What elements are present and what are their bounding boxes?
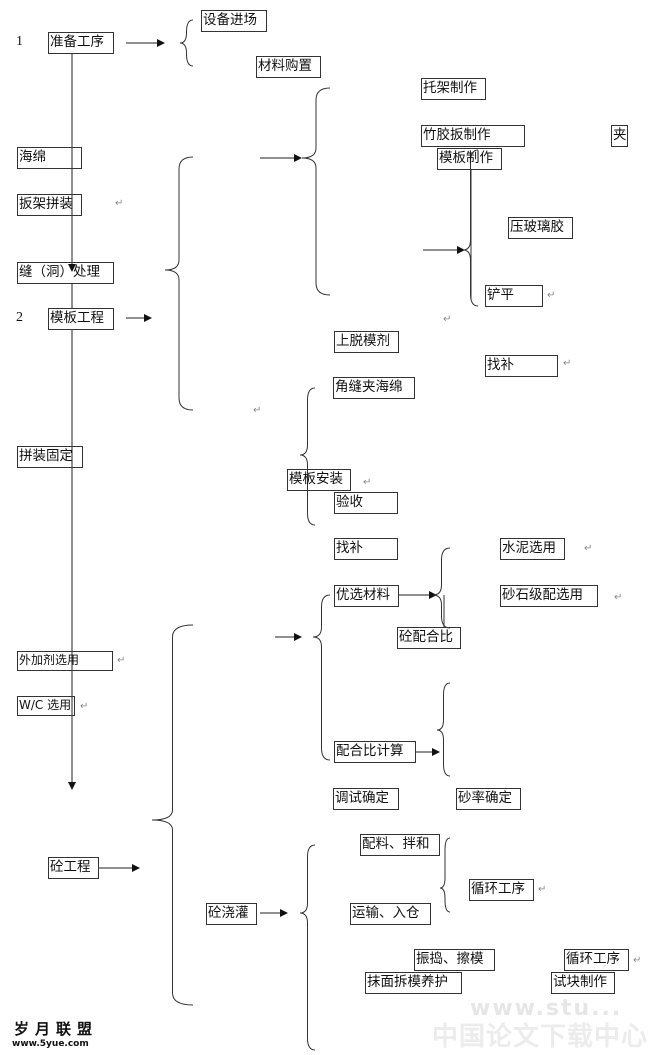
return-mark-icon: ↵: [614, 592, 623, 603]
return-mark-icon: ↵: [363, 477, 372, 488]
node-formwork-install: 模板安装: [287, 469, 351, 491]
arrow-head-icon: [144, 314, 152, 322]
node-sand-ratio: 砂率确定: [456, 788, 521, 810]
node-test-block: 试块制作: [551, 972, 615, 994]
node-concrete-mix-ratio: 砼配合比: [397, 627, 461, 649]
arrow-head-icon: [132, 864, 140, 872]
node-cycle-process-1: 循环工序: [469, 879, 534, 901]
return-mark-icon: ↵: [253, 405, 262, 416]
node-sponge: 海绵: [17, 147, 82, 169]
node-trial-confirm: 调试确定: [333, 788, 399, 810]
node-frame-assembly: 扳架拼装: [17, 194, 82, 216]
return-mark-icon: ↵: [538, 884, 547, 895]
node-leveling: 铲平: [485, 285, 543, 307]
node-concrete-engineering: 砼工程: [48, 857, 99, 879]
watermark-site-url: www.stu...: [470, 996, 623, 1021]
node-vibrating: 振捣、擦模: [414, 949, 495, 971]
arrow-head-icon: [432, 748, 440, 756]
node-material-selection: 优选材料: [334, 585, 399, 607]
step-number-2: 2: [16, 310, 23, 325]
node-patch-1: 找补: [485, 355, 558, 377]
node-bracket-making: 托架制作: [421, 78, 486, 100]
return-mark-icon: ↵: [443, 314, 452, 325]
node-assembly-fixing: 拼装固定: [17, 446, 83, 468]
step-number-1: 1: [16, 34, 23, 49]
return-mark-icon: ↵: [633, 955, 642, 966]
curly-brace: [299, 844, 316, 1051]
node-bamboo-board-making: 竹胶扳制作: [421, 125, 525, 147]
node-material-purchase: 材料购置: [256, 56, 321, 78]
node-equipment-entry: 设备进场: [201, 10, 267, 32]
node-formwork-engineering: 模板工程: [48, 308, 114, 330]
curly-brace: [312, 594, 331, 761]
arrow-head-icon: [457, 246, 465, 254]
node-transport-placing: 运输、入仓: [350, 903, 431, 925]
arrow-head-icon: [68, 264, 76, 272]
return-mark-icon: ↵: [80, 701, 89, 712]
logo-url: www.5yue.com: [12, 1039, 89, 1049]
node-patch-2: 找补: [334, 538, 398, 560]
node-prep-process: 准备工序: [48, 32, 114, 54]
node-mix-calculation: 配合比计算: [334, 741, 416, 763]
node-clamp: 夹: [611, 125, 628, 147]
watermark-site-name: 中国论文下载中心: [432, 1022, 649, 1052]
node-admixture-selection: 外加剂选用: [17, 651, 113, 671]
return-mark-icon: ↵: [117, 655, 126, 666]
arrow-head-icon: [68, 782, 76, 790]
curly-brace: [432, 547, 451, 629]
node-aggregate-grading: 砂石级配选用: [500, 585, 598, 607]
curly-brace: [436, 682, 451, 777]
node-inspection: 验收: [334, 492, 398, 514]
node-concrete-pouring: 砼浇灌: [206, 903, 257, 925]
arrow-head-icon: [294, 633, 302, 641]
curly-brace: [299, 387, 316, 526]
node-seam-treatment: 缝（洞）处理: [17, 262, 114, 284]
curly-brace: [301, 87, 331, 296]
arrow-head-icon: [294, 154, 302, 162]
node-finishing-curing: 抹面拆模养护: [365, 972, 462, 994]
node-batching-mixing: 配料、拌和: [360, 834, 440, 856]
curly-brace: [439, 837, 451, 913]
arrow-head-icon: [157, 39, 165, 47]
node-formwork-making: 模板制作: [437, 148, 502, 170]
node-release-agent: 上脱模剂: [334, 331, 399, 353]
node-corner-sponge: 角缝夹海绵: [333, 377, 415, 399]
logo-title: 岁月联盟: [14, 1020, 99, 1038]
node-cycle-process-2: 循环工序: [564, 949, 629, 971]
return-mark-icon: ↵: [584, 543, 593, 554]
node-glass-glue: 压玻璃胶: [508, 217, 573, 239]
arrow-head-icon: [280, 909, 288, 917]
curly-brace: [164, 156, 194, 411]
return-mark-icon: ↵: [547, 290, 556, 301]
curly-brace: [179, 19, 194, 67]
return-mark-icon: ↵: [563, 358, 572, 369]
return-mark-icon: ↵: [115, 198, 124, 209]
node-wc-selection: W/C 选用: [17, 696, 75, 716]
node-cement-selection: 水泥选用: [500, 538, 565, 560]
curly-brace: [151, 624, 194, 1006]
